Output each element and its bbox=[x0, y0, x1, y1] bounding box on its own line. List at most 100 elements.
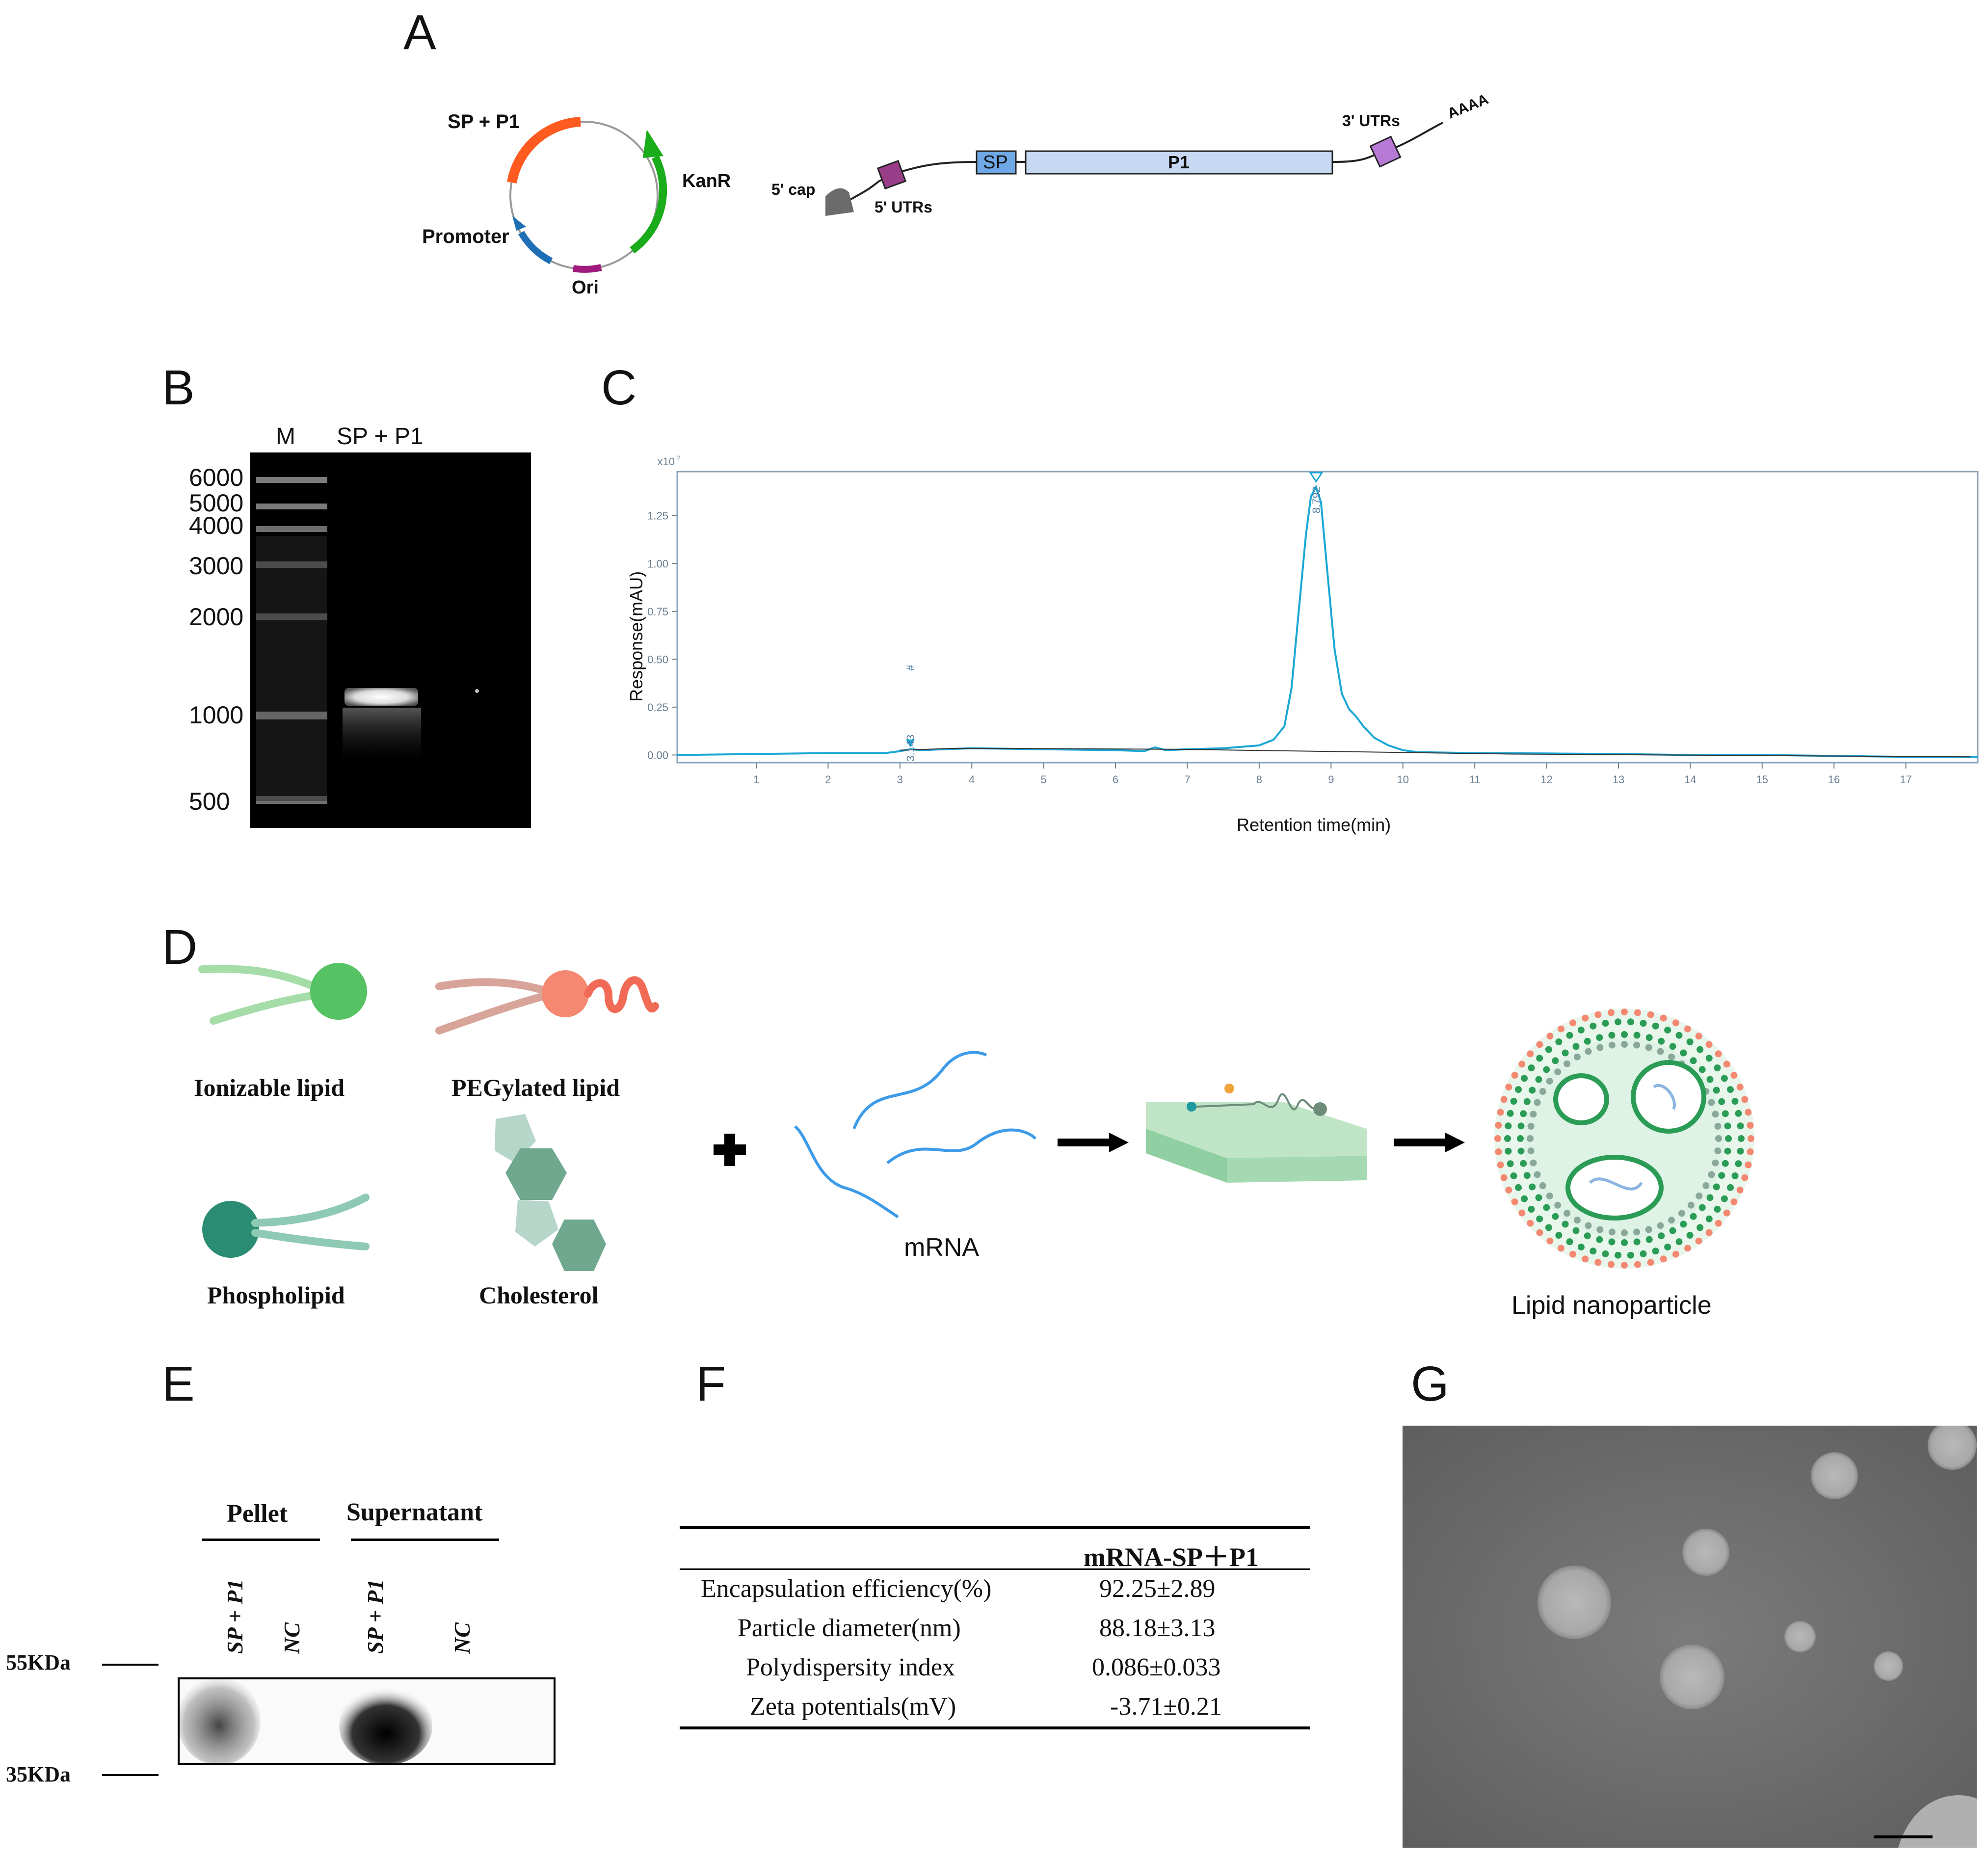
lnp-lipid-head bbox=[1590, 1022, 1597, 1030]
wb-marker-35: 35KDa bbox=[6, 1762, 71, 1786]
lnp-diagram bbox=[198, 963, 1754, 1271]
x-tick-label: 5 bbox=[1041, 773, 1047, 786]
lnp-lipid-head bbox=[1706, 1076, 1714, 1083]
lnp-lipid-head bbox=[1686, 1038, 1694, 1045]
lnp-lipid-head bbox=[1608, 1238, 1616, 1246]
lnp-lipid-head bbox=[1505, 1122, 1512, 1130]
lnp-lipid-head bbox=[1647, 1011, 1654, 1018]
lnp-lipid-head bbox=[1741, 1174, 1749, 1181]
lnp-lipid-head bbox=[1572, 1043, 1580, 1050]
lnp-lipid-head bbox=[1721, 1075, 1728, 1082]
lnp-lipid-head bbox=[1527, 1135, 1534, 1142]
lnp-lipid-head bbox=[1594, 1259, 1602, 1266]
lnp-lipid-head bbox=[1633, 1032, 1641, 1039]
lnp-lipid-head bbox=[1527, 1050, 1534, 1058]
lnp-lipid-head bbox=[1574, 1053, 1581, 1061]
plasmid-map bbox=[507, 117, 667, 273]
lnp-lipid-head bbox=[1713, 1183, 1720, 1191]
lnp-lipid-head bbox=[1652, 1248, 1659, 1255]
lnp-lipid-head bbox=[1564, 1060, 1571, 1067]
lnp-lipid-head bbox=[1714, 1147, 1722, 1155]
y-tick-label: 0.25 bbox=[647, 701, 668, 714]
lnp-lipid-head bbox=[1529, 1087, 1536, 1094]
lnp-lipid-head bbox=[1621, 1262, 1628, 1269]
lnp-lipid-head bbox=[1584, 1232, 1591, 1240]
lnp-label-pegylated: PEGylated lipid bbox=[451, 1074, 620, 1101]
wb-marker-55: 55KDa bbox=[6, 1650, 71, 1674]
promoter-arc bbox=[518, 231, 553, 265]
lnp-lipid-head bbox=[1675, 1238, 1683, 1246]
lnp-lipid-head bbox=[1500, 1096, 1508, 1103]
panel-label-b: B bbox=[162, 360, 195, 415]
lnp-lipid-head bbox=[1724, 1122, 1731, 1130]
tem-vesicle bbox=[1537, 1566, 1611, 1639]
tem-vesicle bbox=[1682, 1529, 1729, 1576]
lnp-lipid-head bbox=[1546, 1237, 1554, 1245]
lnp-lipid-head bbox=[1736, 1186, 1744, 1194]
gel-main-band bbox=[345, 688, 418, 706]
lnp-lipid-head bbox=[1645, 1226, 1652, 1233]
lnp-lipid-head bbox=[1552, 1057, 1559, 1064]
cholesterol-icon bbox=[495, 1114, 606, 1271]
gel-ladder-2000: 2000 bbox=[189, 603, 244, 631]
lnp-label-ionizable: Ionizable lipid bbox=[194, 1074, 345, 1101]
lnp-lipid-head bbox=[1645, 1236, 1653, 1243]
lnp-lipid-head bbox=[1545, 1224, 1552, 1231]
gel-image bbox=[250, 452, 531, 828]
wb-lane-4: NC bbox=[450, 1622, 475, 1654]
tem-vesicle bbox=[1874, 1651, 1903, 1681]
lnp-lipid-head bbox=[1657, 1222, 1664, 1229]
lnp-lipid-head bbox=[1494, 1135, 1501, 1142]
lnp-lipid-head bbox=[1527, 1220, 1534, 1227]
wb-band-pellet bbox=[180, 1679, 261, 1763]
lnp-lipid-head bbox=[1528, 1206, 1535, 1213]
lnp-lipid-head bbox=[1566, 1238, 1573, 1246]
lnp-lipid-head bbox=[1668, 1217, 1675, 1224]
lnp-lipid-head bbox=[1523, 1172, 1531, 1179]
lnp-lipid-head bbox=[1536, 1055, 1543, 1062]
panel-label-a: A bbox=[403, 5, 436, 60]
sp-p1-arc bbox=[507, 117, 581, 184]
gel-ladder-3000: 3000 bbox=[189, 552, 244, 580]
chrom-ylabel: Response(mAU) bbox=[626, 571, 646, 702]
lnp-lipid-head bbox=[1555, 1038, 1563, 1045]
lnp-lipid-head bbox=[1727, 1184, 1734, 1191]
p1-box bbox=[1025, 150, 1333, 175]
lnp-lipid-head bbox=[1535, 1076, 1542, 1083]
lnp-lipid-head bbox=[1574, 1217, 1581, 1224]
lnp-lipid-head bbox=[1657, 1048, 1664, 1055]
lnp-lipid-head bbox=[1577, 1026, 1585, 1034]
lnp-lipid-head bbox=[1672, 1019, 1679, 1027]
kanr-arc bbox=[630, 155, 667, 254]
wb-supernatant-underline bbox=[351, 1539, 499, 1541]
table-row-1-label: Encapsulation efficiency(%) bbox=[701, 1575, 992, 1603]
lnp-lipid-head bbox=[1714, 1122, 1722, 1130]
lnp-lipid-head bbox=[1741, 1096, 1749, 1103]
mrna-construct-diagram bbox=[825, 122, 1443, 216]
lnp-lipid-head bbox=[1708, 1171, 1715, 1178]
table-bottom-rule bbox=[680, 1726, 1310, 1729]
wb-band-supernatant bbox=[339, 1687, 432, 1763]
x-tick-label: 6 bbox=[1113, 773, 1118, 786]
lnp-lipid-head bbox=[1515, 1086, 1522, 1093]
lnp-lipid-head bbox=[1520, 1110, 1527, 1117]
lnp-lipid-head bbox=[1545, 1046, 1552, 1053]
lnp-lipid-head bbox=[1737, 1147, 1744, 1155]
lnp-lipid-head bbox=[1584, 1037, 1591, 1045]
wb-lane-1: SP + P1 bbox=[222, 1579, 247, 1654]
lnp-lipid-head bbox=[1543, 1204, 1550, 1211]
lnp-lipid-head bbox=[1495, 1122, 1502, 1129]
lnp-lipid-head bbox=[1640, 1250, 1647, 1257]
lnp-lipid-head bbox=[1675, 1032, 1683, 1039]
lnp-lipid-head bbox=[1521, 1075, 1528, 1082]
wb-pellet-underline bbox=[202, 1539, 320, 1541]
peak-label: 3.143 bbox=[904, 735, 917, 762]
lnp-lipid-head bbox=[1715, 1050, 1722, 1058]
lnp-lipid-head bbox=[1621, 1031, 1628, 1038]
table-mid-rule bbox=[680, 1568, 1310, 1570]
lnp-lipid-head bbox=[1596, 1226, 1604, 1233]
lnp-lipid-head bbox=[1558, 1025, 1564, 1033]
lnp-lipid-head bbox=[1680, 1221, 1687, 1228]
lnp-lipid-head bbox=[1664, 1026, 1671, 1034]
lnp-lipid-head bbox=[1582, 1014, 1589, 1022]
